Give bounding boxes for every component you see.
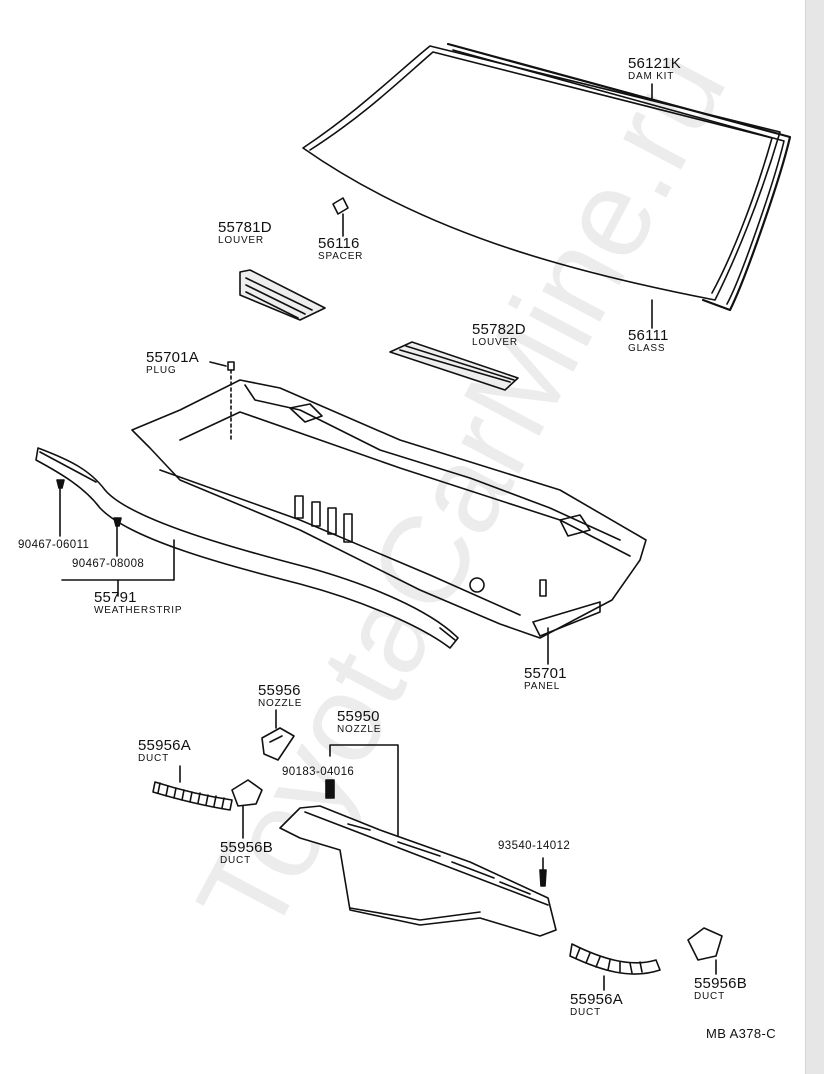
nozzle-small-drawing <box>261 727 295 761</box>
part-number: 55791 <box>94 589 137 606</box>
part-number: 55956B <box>694 975 747 992</box>
part-name: DAM KIT <box>628 71 675 82</box>
part-label-55781D: 55781D LOUVER <box>218 220 272 246</box>
part-label-55956A-left: 55956A DUCT <box>138 738 191 764</box>
part-label-56121K: 56121K DAM KIT <box>628 56 681 82</box>
duct-right-elbow-drawing <box>687 927 723 961</box>
part-label-55956B-left: 55956B DUCT <box>220 840 273 866</box>
duct-left-elbow-drawing <box>231 779 263 807</box>
part-name: DUCT <box>138 753 169 764</box>
part-name: NOZZLE <box>337 724 382 735</box>
part-label-55782D: 55782D LOUVER <box>472 322 526 348</box>
spacer-drawing <box>332 197 349 237</box>
part-name: GLASS <box>628 343 666 354</box>
windshield-glass-drawing <box>302 42 792 312</box>
part-number: 55956A <box>138 737 191 754</box>
part-name: LOUVER <box>472 337 518 348</box>
part-label-56111: 56111 GLASS <box>628 328 669 354</box>
part-name: DUCT <box>694 991 725 1002</box>
diagram-code: MB A378-C <box>706 1026 777 1041</box>
weatherstrip-drawing <box>35 447 459 649</box>
part-number: 56121K <box>628 55 681 72</box>
part-code-90183-04016: 90183-04016 <box>282 766 355 778</box>
duct-right-hose-drawing <box>569 943 661 975</box>
vertical-scrollbar[interactable] <box>805 0 824 1074</box>
part-name: SPACER <box>318 251 364 262</box>
louver-right-drawing <box>389 341 519 391</box>
diagram-artwork <box>35 42 792 991</box>
part-label-56116: 56116 SPACER <box>318 236 363 262</box>
duct-left-hose-drawing <box>152 781 233 811</box>
part-name: WEATHERSTRIP <box>94 605 183 616</box>
part-label-55791: 55791 WEATHERSTRIP <box>94 590 182 616</box>
part-number: 55701 <box>524 665 567 682</box>
part-label-55956: 55956 NOZZLE <box>258 683 302 709</box>
part-name: PLUG <box>146 365 177 376</box>
part-name: NOZZLE <box>258 698 303 709</box>
nozzle-main-drawing <box>279 805 557 937</box>
cowl-panel-drawing <box>131 379 647 639</box>
part-number: 55956B <box>220 839 273 856</box>
part-number: 55950 <box>337 708 380 725</box>
part-number: 55701A <box>146 349 199 366</box>
part-code-90467-06011: 90467-06011 <box>18 539 90 551</box>
louver-left-drawing <box>239 269 326 321</box>
part-name: LOUVER <box>218 235 264 246</box>
part-code-90467-08008: 90467-08008 <box>72 558 145 570</box>
part-number: 56116 <box>318 235 360 252</box>
part-number: 55956 <box>258 682 301 699</box>
part-label-55701: 55701 PANEL <box>524 666 567 692</box>
part-code-93540-14012: 93540-14012 <box>498 840 571 852</box>
part-label-55956A-right: 55956A DUCT <box>570 992 623 1018</box>
part-number: 55956A <box>570 991 623 1008</box>
part-name: PANEL <box>524 681 561 692</box>
part-label-55950: 55950 NOZZLE <box>337 709 381 735</box>
part-number: 55781D <box>218 219 272 236</box>
part-number: 56111 <box>628 327 669 344</box>
part-name: DUCT <box>220 855 251 866</box>
part-label-55956B-right: 55956B DUCT <box>694 976 747 1002</box>
part-name: DUCT <box>570 1007 601 1018</box>
part-label-55701A: 55701A PLUG <box>146 350 199 376</box>
part-number: 55782D <box>472 321 526 338</box>
